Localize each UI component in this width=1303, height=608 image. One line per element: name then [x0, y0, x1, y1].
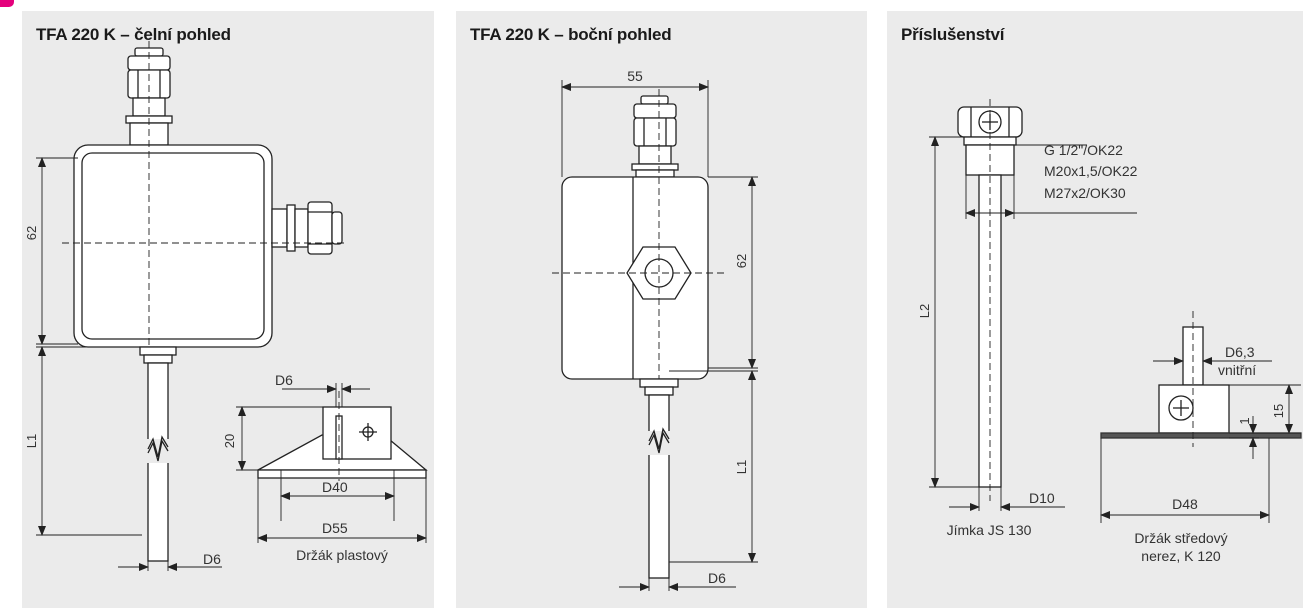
cable-gland-top: [631, 95, 679, 178]
panel-accessories: Příslušenství G 1/2"/OK22 M20x1,5/OK22 M…: [887, 11, 1303, 608]
dim-l2-label: L2: [917, 304, 932, 318]
panel-title: TFA 220 K – boční pohled: [470, 25, 672, 44]
dim-l1-label: L1: [24, 434, 39, 448]
cable-gland-side: [271, 201, 343, 255]
dim-d48-label: D48: [1172, 496, 1198, 512]
dim-62-label: 62: [24, 226, 39, 240]
dim-d6-label: D6: [203, 551, 221, 567]
dim-l1-label: L1: [734, 460, 749, 474]
dim-55-label: 55: [627, 68, 643, 84]
holder-d55-label: D55: [322, 520, 348, 536]
dim-15-label: 15: [1271, 404, 1286, 418]
d63-label: D6,3: [1225, 344, 1255, 360]
probe-stem: [639, 378, 679, 579]
holder-d40-label: D40: [322, 479, 348, 495]
housing-front: [73, 144, 273, 348]
accessories-drawing: G 1/2"/OK22 M20x1,5/OK22 M27x2/OK30 L2 D…: [917, 99, 1302, 564]
plastic-holder: [257, 391, 428, 481]
panel-title: TFA 220 K – čelní pohled: [36, 25, 231, 44]
holder-caption-1: Držák středový: [1134, 530, 1227, 546]
dim-1-label: 1: [1237, 417, 1252, 424]
d63-note: vnitřní: [1218, 362, 1256, 378]
housing-side: [561, 176, 709, 380]
holder-d6-label: D6: [275, 372, 293, 388]
dim-d6-label: D6: [708, 570, 726, 586]
probe-stem: [139, 346, 177, 562]
dim-d10-label: D10: [1029, 490, 1055, 506]
central-holder: [1100, 326, 1302, 439]
thread-label-2: M20x1,5/OK22: [1044, 163, 1138, 179]
panel-title: Příslušenství: [901, 25, 1005, 44]
holder-20-label: 20: [222, 434, 237, 448]
panel-front-view: TFA 220 K – čelní pohled: [22, 11, 434, 608]
holder-caption-2: nerez, K 120: [1141, 548, 1221, 564]
accent-corner-mark: [0, 0, 14, 7]
thread-label-3: M27x2/OK30: [1044, 185, 1126, 201]
side-view-drawing: 55 62: [552, 68, 758, 591]
dim-62-label: 62: [734, 254, 749, 268]
panel-side-view: TFA 220 K – boční pohled 55: [456, 11, 867, 608]
front-view-drawing: 62 L1 D6 D6 20: [24, 41, 428, 571]
thread-label-1: G 1/2"/OK22: [1044, 142, 1123, 158]
holder-caption: Držák plastový: [296, 547, 388, 563]
well-caption: Jímka JS 130: [947, 522, 1032, 538]
